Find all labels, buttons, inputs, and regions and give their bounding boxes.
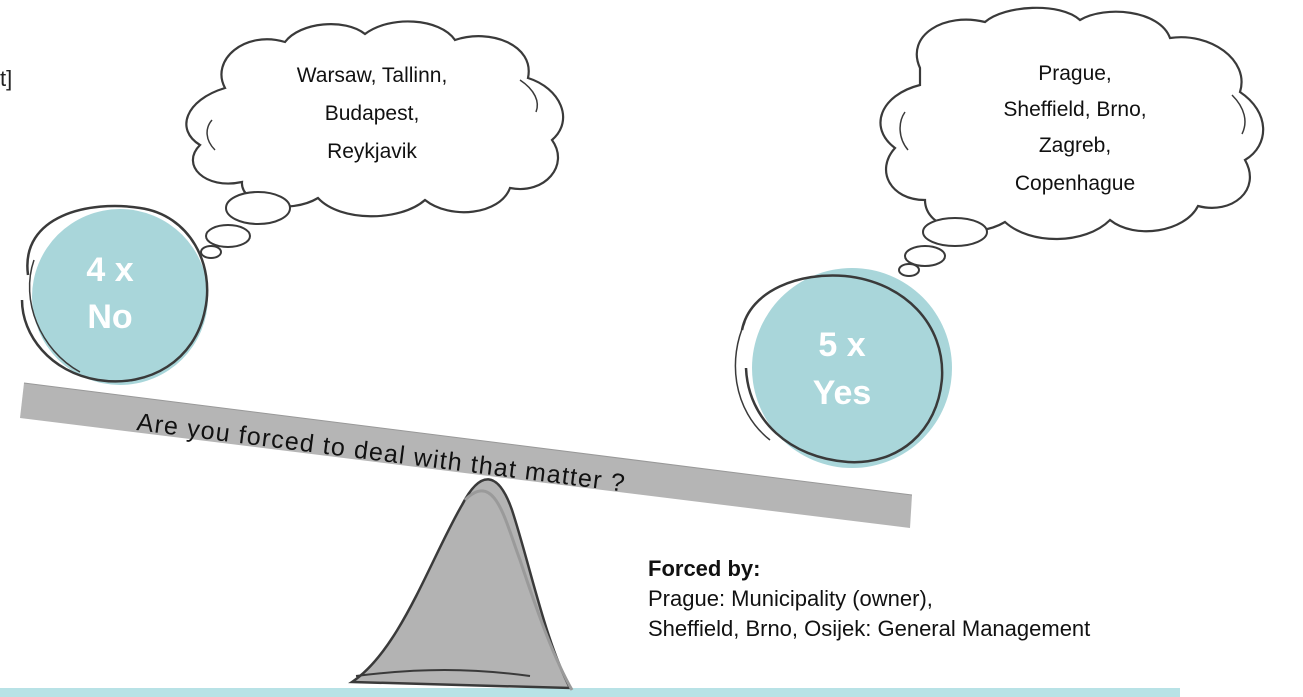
yes-cloud-line-3: Zagreb, [1039,134,1111,157]
forced-by-line-2: Sheffield, Brno, Osijek: General Managem… [648,616,1091,641]
thought-bubble-medium [205,224,251,248]
thought-bubble-medium [904,245,946,267]
yes-cloud-line-2: Sheffield, Brno, [1003,98,1146,121]
thought-bubble-large [225,191,291,225]
forced-by-heading: Forced by: [648,556,761,581]
yes-count: 5 x [818,326,865,364]
yes-ball: 5 x Yes [734,268,952,468]
footer-band [0,688,1180,697]
yes-cloud-line-4: Copenhague [1015,172,1135,195]
no-answer: No [87,298,132,336]
forced-by-note: Forced by: Prague: Municipality (owner),… [648,554,1090,644]
fulcrum [348,478,574,691]
thought-bubble-small [200,245,222,259]
forced-by-line-1: Prague: Municipality (owner), [648,586,933,611]
no-count: 4 x [86,251,133,289]
yes-cloud-line-1: Prague, [1038,62,1112,85]
no-cloud-line-2: Budapest, [325,102,420,125]
no-cloud-line-1: Warsaw, Tallinn, [297,64,448,87]
no-cloud-line-3: Reykjavik [327,140,417,163]
seesaw-plank [20,382,913,528]
yes-answer: Yes [813,374,872,412]
thought-bubble-small [898,263,920,277]
no-thought-cloud: Warsaw, Tallinn, Budapest, Reykjavik [185,20,565,259]
clipped-text-fragment: t] [0,66,13,91]
no-ball: 4 x No [20,204,209,385]
yes-thought-cloud: Prague, Sheffield, Brno, Zagreb, Copenha… [879,6,1265,277]
thought-bubble-large [922,217,988,247]
